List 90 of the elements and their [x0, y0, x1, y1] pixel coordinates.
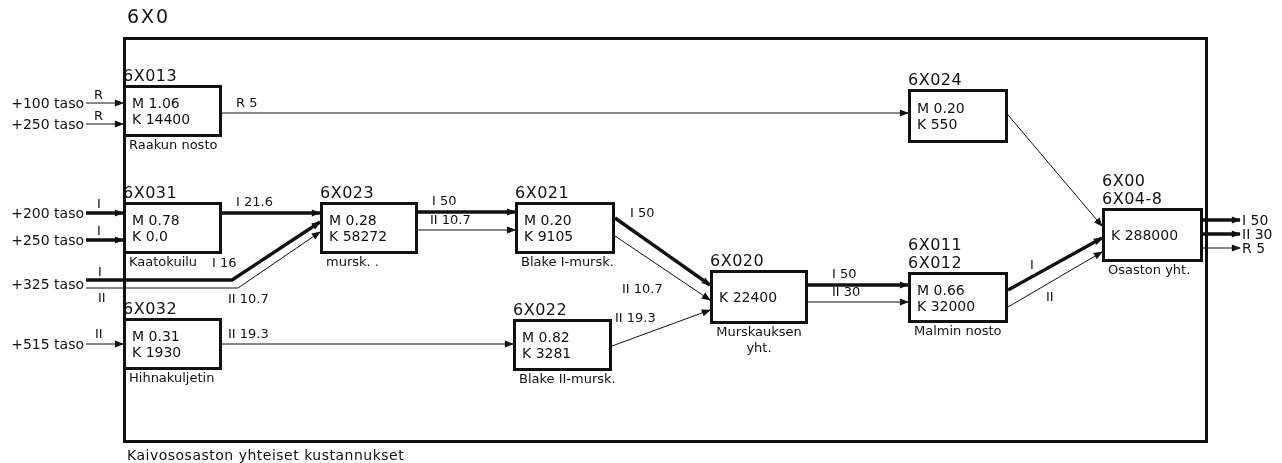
cost-center-code: 6X012: [908, 254, 963, 272]
edge-label: I: [1030, 258, 1034, 272]
value-text: K 32000: [917, 297, 976, 314]
arrow: [85, 231, 321, 289]
output-text: II 30: [1242, 226, 1273, 242]
edge-label: II 10.7: [430, 213, 471, 227]
cost-center-code: 6X022: [513, 301, 568, 319]
box-caption: Murskauksen yht.: [715, 324, 803, 356]
arrow: [85, 120, 124, 128]
value-text: M 0.78: [132, 212, 180, 228]
arrow: [221, 340, 514, 348]
cost-center-code: 6X020: [710, 252, 765, 270]
arrow: [1007, 251, 1103, 308]
box-caption: Hihnakuljetin: [129, 370, 215, 386]
arrow: [85, 99, 124, 107]
input-level-text: +515 taso: [11, 336, 84, 352]
edge-label: I 50: [432, 194, 457, 208]
input-level-text: +325 taso: [11, 276, 84, 292]
arrow: [614, 235, 711, 301]
cost-center-code: 6X023: [320, 184, 375, 202]
input-level-text: +250 taso: [11, 232, 84, 248]
arrow: [418, 208, 516, 216]
edge-label: R 5: [236, 96, 258, 110]
edge-label: II 30: [832, 285, 861, 299]
box-caption: Blake II-mursk.: [519, 371, 616, 387]
edge-label: II 19.3: [228, 327, 269, 341]
arrow: [417, 226, 516, 234]
value-text: K 550: [917, 116, 958, 132]
input-level-text: +250 taso: [11, 116, 84, 132]
arrow: [807, 298, 909, 306]
input-level-text: +100 taso: [11, 95, 84, 111]
cost-center-code: 6X04-8: [1102, 190, 1163, 208]
arrow: [1007, 114, 1103, 227]
cost-center-code: 6X024: [908, 71, 963, 89]
arrow: [808, 281, 909, 289]
arrow: [611, 309, 711, 347]
value-text: K 0.0: [132, 228, 168, 244]
edge-label: R: [94, 88, 104, 102]
edge-label: I: [97, 224, 101, 238]
edge-label: I: [97, 197, 101, 211]
arrow: [1007, 236, 1103, 292]
edge-label: R: [94, 109, 104, 123]
arrow: [85, 340, 124, 348]
edge-label: I 50: [832, 267, 857, 281]
arrow: [1203, 230, 1241, 238]
cost-center-code: 6X011: [908, 236, 963, 254]
cost-center-code: 6X021: [515, 184, 570, 202]
arrow: [222, 209, 321, 217]
arrow: [86, 220, 321, 282]
value-text: K 288000: [1111, 227, 1179, 243]
arrow: [614, 216, 711, 287]
value-text: K 3281: [522, 345, 572, 361]
cost-center-code: 6X00: [1102, 172, 1146, 190]
output-text: R 5: [1242, 240, 1266, 256]
edge-label: I 21.6: [236, 195, 273, 209]
flow-label: I: [98, 265, 102, 279]
box-caption: Blake I-mursk.: [521, 254, 614, 270]
value-text: M 0.28: [329, 212, 377, 228]
edge-label: I 16: [212, 256, 237, 270]
edge-label: II 10.7: [622, 282, 663, 296]
flow-label: II: [98, 291, 106, 305]
box-caption: Malmin nosto: [914, 323, 1002, 339]
value-text: M 0.66: [917, 281, 965, 298]
value-text: K 1930: [132, 344, 182, 360]
box-caption: mursk. .: [326, 254, 379, 270]
value-text: M 0.82: [522, 329, 570, 345]
edge-label: II 10.7: [228, 292, 269, 306]
value-text: K 9105: [524, 228, 574, 244]
value-text: M 0.31: [132, 328, 180, 344]
box-caption: Raakun nosto: [129, 137, 218, 153]
value-text: K 58272: [329, 228, 388, 244]
value-text: M 0.20: [524, 212, 572, 228]
box-caption: Osaston yht.: [1108, 262, 1191, 278]
edge-label: II 19.3: [615, 311, 656, 325]
box-caption: Kaatokuilu: [129, 254, 198, 270]
arrow: [1202, 244, 1241, 252]
edge-label: II: [1046, 290, 1054, 304]
value-text: K 22400: [719, 289, 778, 305]
value-text: M 0.20: [917, 100, 965, 116]
arrow: [221, 109, 909, 117]
arrow: [86, 236, 124, 244]
arrow: [1203, 216, 1241, 224]
value-text: M 1.06: [132, 95, 180, 111]
group-code: 6X0: [127, 5, 171, 27]
group-caption: Kaivososaston yhteiset kustannukset: [127, 447, 405, 463]
arrow: [86, 209, 124, 217]
input-level-text: +200 taso: [11, 205, 84, 221]
value-text: K 14400: [132, 111, 191, 127]
edge-label: I 50: [630, 206, 655, 220]
edge-label: II: [95, 327, 103, 341]
